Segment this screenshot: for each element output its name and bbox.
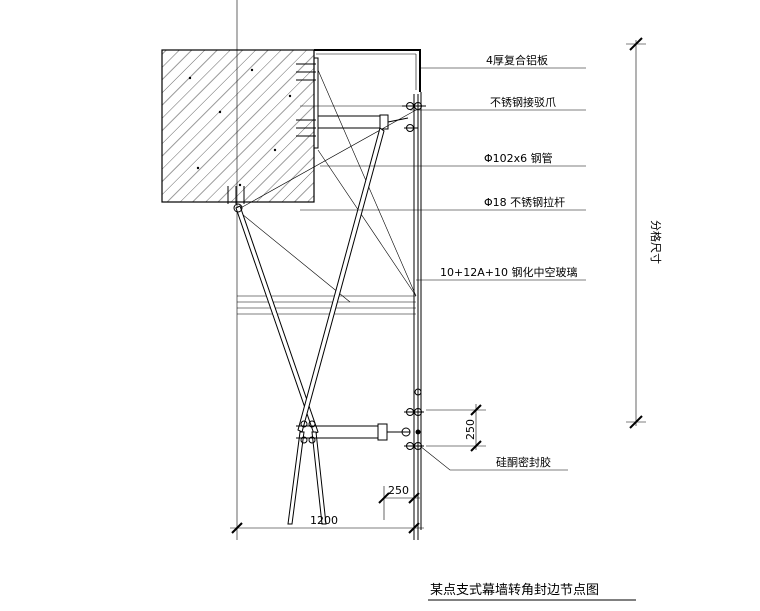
label-steel-pipe: Φ102x6 钢管: [484, 151, 553, 165]
label-aluminum-panel: 4厚复合铝板: [486, 53, 548, 67]
label-grid-size: 分格尺寸: [649, 220, 663, 264]
dim-250-vertical: [426, 404, 486, 452]
aluminum-panel: [314, 49, 421, 92]
concrete-beam: [161, 49, 315, 203]
dim-250-horizontal-text: 250: [388, 484, 409, 497]
drawing-title: 某点支式幕墙转角封边节点图: [430, 583, 599, 598]
label-claw: 不锈钢接驳爪: [490, 96, 556, 109]
insulated-glass: [413, 92, 422, 540]
dim-1200: [230, 522, 424, 534]
tie-rods: [233, 127, 385, 525]
anchor-bolts: [227, 63, 316, 204]
embed-plate: [313, 57, 319, 149]
lower-steel-pipe: [296, 423, 410, 441]
label-sealant: 硅酮密封胶: [496, 455, 551, 469]
dim-250-horizontal: [378, 486, 420, 520]
label-glass: 10+12A+10 钢化中空玻璃: [440, 265, 577, 279]
dim-250-vertical-text: 250: [464, 419, 477, 440]
dim-1200-text: 1200: [310, 514, 338, 527]
lower-claw-fitting: [401, 388, 424, 450]
leader-lines: [300, 67, 586, 471]
grid-dimension: [626, 37, 646, 429]
label-tie-rod: Φ18 不锈钢拉杆: [484, 195, 565, 209]
